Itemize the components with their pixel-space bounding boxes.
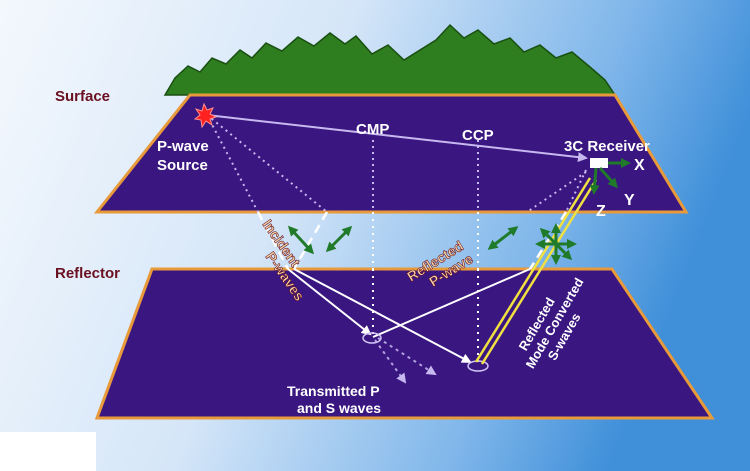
label-pwave-source-1: P-wave xyxy=(157,138,209,155)
label-axis-y: Y xyxy=(624,192,635,209)
label-transmitted-2: and S waves xyxy=(297,400,381,416)
mountain-range xyxy=(163,23,617,96)
direct-wave-ray xyxy=(206,114,588,163)
label-axis-x: X xyxy=(634,157,645,174)
label-reflector: Reflector xyxy=(55,265,120,282)
label-axis-z: Z xyxy=(596,203,606,220)
receiver-axes xyxy=(589,158,631,195)
surface-layer xyxy=(93,93,689,214)
label-surface: Surface xyxy=(55,88,110,105)
receiver-box xyxy=(590,158,608,168)
label-pwave-source-2: Source xyxy=(157,157,208,174)
cmp-reflection-point xyxy=(362,332,382,344)
particle-motion-arrows xyxy=(287,223,577,265)
label-receiver: 3C Receiver xyxy=(564,138,650,155)
surface-dotted-rays xyxy=(206,114,587,213)
s-wave-ray xyxy=(474,177,598,365)
transmitted-rays xyxy=(374,337,437,384)
label-cmp: CMP xyxy=(356,121,389,138)
bottom-white-patch xyxy=(0,432,96,471)
reflector-rays xyxy=(287,268,531,363)
label-ccp: CCP xyxy=(462,127,494,144)
source-star-icon xyxy=(193,102,218,129)
reflector-layer xyxy=(94,267,715,420)
label-transmitted-1: Transmitted P xyxy=(287,383,380,399)
